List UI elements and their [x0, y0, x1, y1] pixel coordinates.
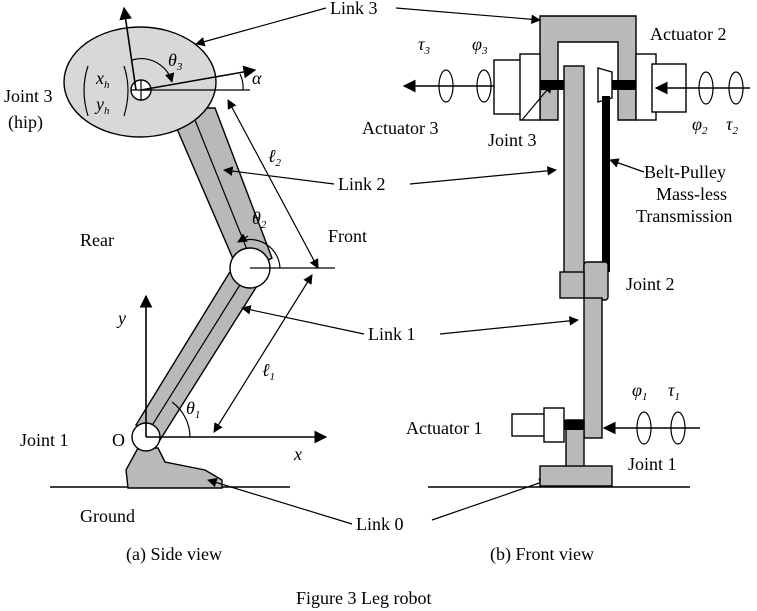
joint1-shaft [564, 420, 584, 430]
link0-arrow-right [431, 478, 549, 521]
link1-centerline [147, 271, 249, 433]
tau3-label: τ3 [418, 34, 430, 57]
hip-vector-bracket-left [83, 65, 89, 117]
belt-label-line3: Transmission [636, 206, 732, 226]
theta2-label: θ2 [252, 208, 267, 231]
tau3-rotation [438, 69, 454, 103]
tau1-label: τ1 [668, 380, 680, 403]
link2-arrow-left [223, 166, 335, 185]
tau2-label: τ2 [726, 114, 738, 137]
link2-callout-label: Link 2 [338, 174, 386, 194]
front-label: Front [328, 226, 367, 246]
phi3-label: φ3 [472, 34, 488, 57]
link3-bracket [539, 15, 637, 121]
joint3-shaft-right [606, 80, 636, 90]
actuator3-motor [493, 59, 525, 115]
belt-transmission [602, 96, 610, 272]
foot-link0 [125, 447, 223, 489]
actuator1-motor [511, 413, 547, 437]
phi1-label: φ1 [632, 380, 647, 403]
link0-callout-label: Link 0 [356, 514, 404, 534]
front-view: τ3 φ3 Actuator 2 Actuator 3 Joint 3 φ2 τ… [362, 15, 750, 565]
alpha-label: α [252, 68, 262, 88]
ell1-label: ℓ1 [262, 360, 275, 383]
ell2-dimension [227, 99, 319, 269]
actuator1-label: Actuator 1 [406, 418, 482, 438]
actuator2-label: Actuator 2 [650, 24, 726, 44]
theta3-label: θ3 [168, 50, 183, 73]
hip-label: (hip) [8, 112, 43, 133]
hip-vertical-arrow [119, 6, 137, 91]
joint3-front-label: Joint 3 [488, 130, 537, 150]
link2-arrow-right [409, 166, 557, 185]
joint2-pulley [583, 261, 609, 301]
front-view-caption: (b) Front view [490, 544, 594, 565]
link0-base [539, 465, 613, 487]
phi2-label: φ2 [692, 114, 708, 137]
joint1-side-label: Joint 1 [20, 430, 69, 450]
belt-label-line1: Belt-Pulley [644, 162, 726, 182]
phi2-rotation [698, 71, 714, 105]
hip-x-label: xh [95, 68, 110, 91]
ground-label: Ground [80, 506, 135, 526]
link3-arrow-right [395, 7, 541, 25]
link1-bar [583, 297, 603, 439]
joint3-pointer [521, 83, 553, 121]
link1-arrow-left [241, 305, 365, 335]
link0-arrow-left [207, 477, 353, 525]
rear-label: Rear [80, 230, 114, 250]
hip-y-label: yh [94, 94, 110, 117]
phi3-rotation [476, 69, 492, 103]
joint3-pulley [597, 67, 613, 103]
side-view: xh yh θ3 α Joint 3 (hip) ℓ2 θ2 Rear Fron… [4, 6, 367, 565]
ell1-dimension [213, 274, 313, 433]
tau1-rotation [670, 411, 686, 445]
phi1-rotation [636, 411, 652, 445]
figure-caption: Figure 3 Leg robot [296, 588, 431, 608]
x-axis-label: x [293, 444, 302, 464]
belt-pointer [609, 158, 645, 173]
hip-alpha-arrow [140, 65, 257, 91]
y-axis-label: y [116, 308, 126, 328]
theta1-arc [171, 401, 191, 438]
side-view-caption: (a) Side view [126, 544, 222, 565]
link1-arrow-right [439, 316, 579, 335]
joint2-label: Joint 2 [626, 274, 675, 294]
actuator1-housing [543, 407, 565, 443]
joint3-label: Joint 3 [4, 86, 53, 106]
link1-callout-label: Link 1 [368, 324, 416, 344]
link2-bar [563, 65, 585, 297]
link3-callout-label: Link 3 [330, 0, 378, 18]
joint1-front-label: Joint 1 [628, 454, 677, 474]
alpha-arc [239, 73, 244, 91]
link3-arrow-left [195, 7, 327, 47]
origin-label: O [112, 430, 125, 450]
belt-label-line2: Mass-less [656, 184, 727, 204]
theta3-arc [131, 58, 175, 83]
tau2-rotation [728, 71, 744, 105]
actuator3-label: Actuator 3 [362, 118, 438, 138]
theta1-label: θ1 [186, 398, 200, 421]
ell2-label: ℓ2 [268, 146, 282, 169]
hip-vector-bracket-right [123, 65, 129, 117]
joint3-shaft-left [540, 80, 566, 90]
joint2-housing [559, 271, 585, 299]
